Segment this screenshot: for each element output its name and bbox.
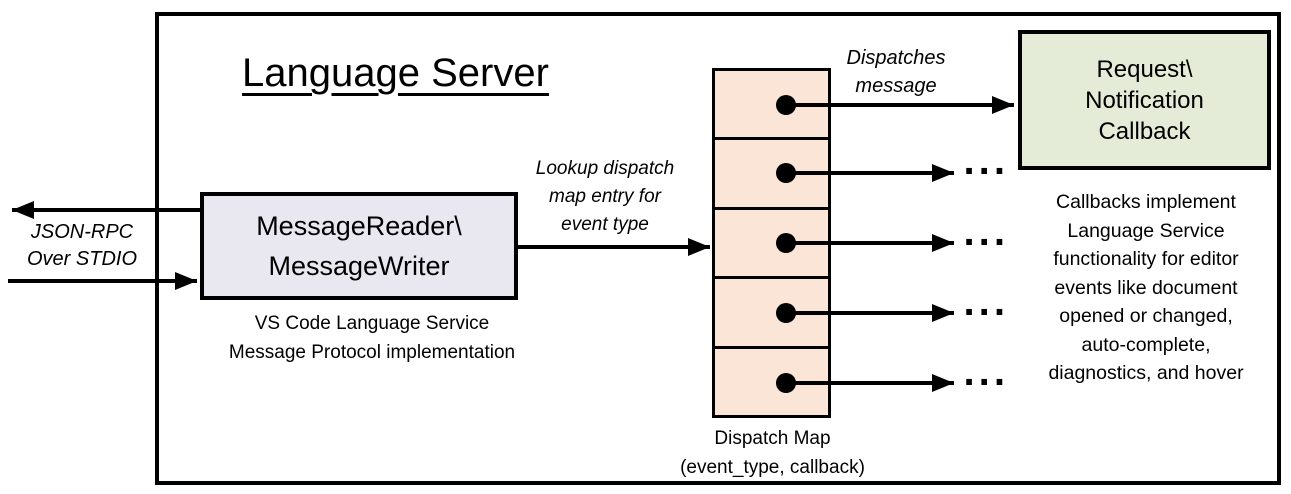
dispatches-label: Dispatches message <box>846 47 946 97</box>
ellipsis: ... <box>963 144 1009 182</box>
language-server-boundary <box>155 12 1281 485</box>
dispatch-map-cell <box>712 206 831 280</box>
dispatch-map-cell <box>712 276 831 349</box>
stdio-label: JSON-RPC Over STDIO <box>26 221 137 270</box>
dispatch-map-label: Dispatch Map (event_type, callback) <box>680 428 865 478</box>
ellipsis: ... <box>963 215 1009 253</box>
message-reader-writer-box: MessageReader\ MessageWriter <box>200 192 518 300</box>
dispatch-map-cell <box>712 345 831 419</box>
ellipsis: ... <box>963 285 1009 323</box>
dispatch-map-cell <box>712 137 831 210</box>
reader-caption: VS Code Language Service Message Protoco… <box>228 313 516 363</box>
lookup-label: Lookup dispatch map entry for event type <box>535 158 675 235</box>
ellipsis: ... <box>963 355 1009 393</box>
callbacks-note: Callbacks implement Language Service fun… <box>1048 191 1244 384</box>
dispatch-map-cell <box>712 68 831 141</box>
message-reader-writer-label: MessageReader\ MessageWriter <box>256 211 462 281</box>
diagram-title: Language Server <box>242 51 549 95</box>
callback-box-label: Request\ Notification Callback <box>1085 55 1204 145</box>
callback-box: Request\ Notification Callback <box>1018 30 1271 170</box>
dispatch-map <box>712 68 831 419</box>
